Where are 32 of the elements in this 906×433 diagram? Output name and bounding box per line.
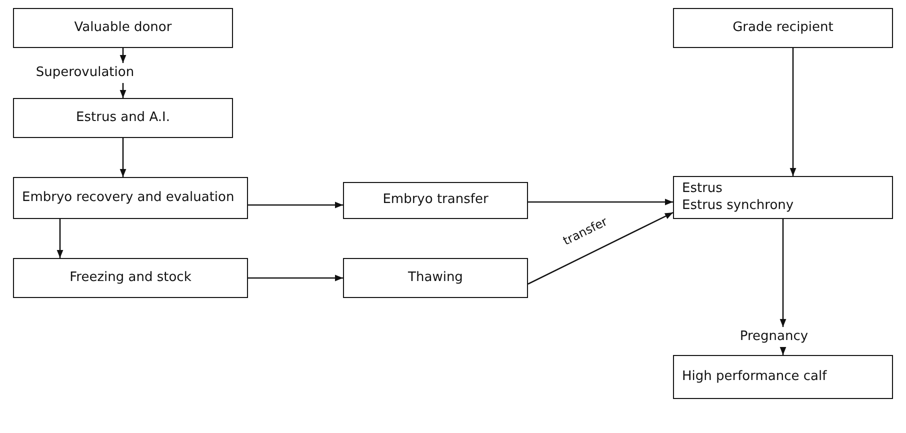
box-text: Embryo transfer (382, 192, 488, 209)
process-box (673, 355, 893, 399)
arrow (120, 138, 126, 177)
box-text: Freezing and stock (70, 270, 192, 286)
box-text: Superovulation (36, 64, 134, 82)
process-box (673, 176, 893, 219)
box-text: Embryo recovery and evaluation (22, 190, 234, 206)
arrow (528, 212, 674, 285)
box-text: Estrus synchrony (682, 198, 794, 214)
arrow (248, 274, 343, 282)
arrow (528, 198, 673, 206)
arrow (120, 48, 126, 63)
arrow (120, 83, 126, 98)
process-box (13, 258, 248, 298)
box-text: Estrus and A.I. (76, 110, 170, 126)
process-box (13, 98, 233, 138)
box-text: Valuable donor (74, 20, 172, 36)
process-box (13, 8, 233, 48)
box-text: High performance calf (682, 368, 827, 386)
process-box (343, 182, 528, 219)
arrow (56, 219, 64, 258)
process-box (343, 258, 528, 298)
process-box (673, 8, 893, 48)
box-text: Grade recipient (732, 20, 834, 36)
process-box (13, 177, 248, 219)
arrow (780, 219, 786, 327)
arrow (248, 202, 343, 208)
box-text: Pregnancy (740, 328, 808, 346)
arrow (780, 347, 786, 355)
box-text: Thawing (408, 270, 463, 286)
box-text: Estrus (682, 180, 722, 198)
arrow (790, 48, 796, 176)
